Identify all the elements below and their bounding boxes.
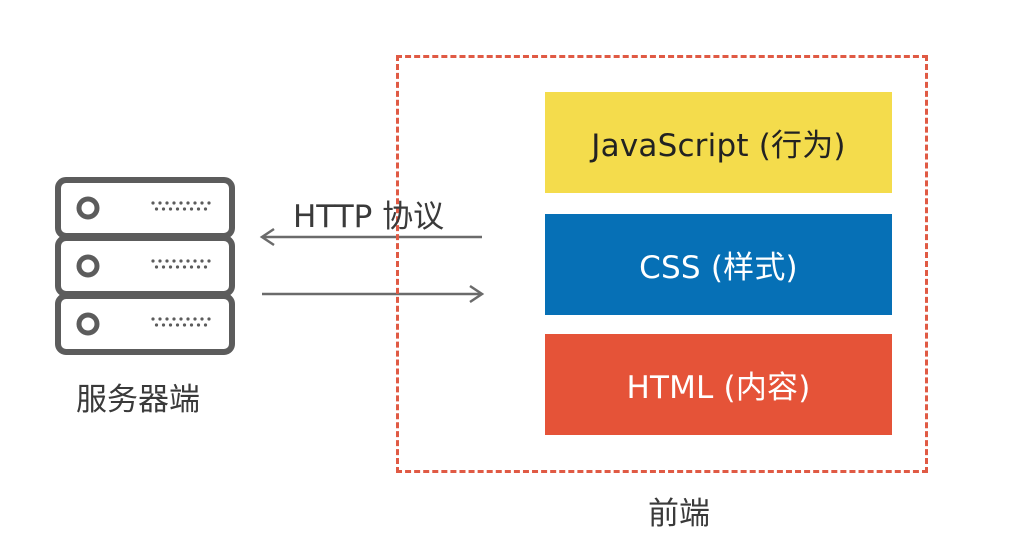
javascript-layer-label: JavaScript (行为): [591, 128, 846, 164]
http-protocol-label: HTTP 协议: [293, 199, 445, 235]
html-layer: HTML (内容): [545, 334, 892, 435]
server-unit-3: [55, 293, 235, 355]
frontend-label: 前端: [648, 496, 710, 532]
server-unit-1: [55, 177, 235, 239]
request-arrow: [259, 227, 482, 247]
server-rack-icon: [55, 177, 235, 355]
server-label: 服务器端: [76, 382, 200, 418]
frontend-boundary: [396, 55, 928, 473]
response-arrow: [262, 284, 485, 304]
css-layer-label: CSS (样式): [639, 250, 798, 286]
html-layer-label: HTML (内容): [626, 370, 811, 406]
server-unit-2: [55, 235, 235, 297]
javascript-layer: JavaScript (行为): [545, 92, 892, 193]
css-layer: CSS (样式): [545, 214, 892, 315]
